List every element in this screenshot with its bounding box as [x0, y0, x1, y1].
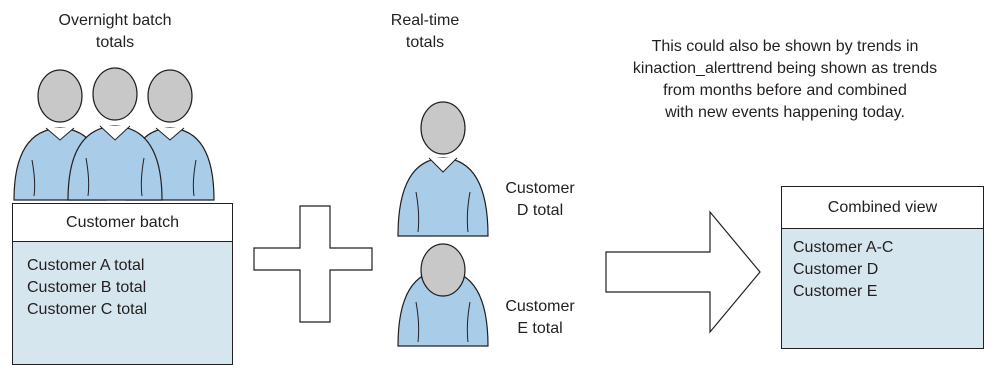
arrow-right-icon	[605, 210, 761, 334]
note-line: with new events happening today.	[665, 104, 905, 121]
overnight-batch-caption: Overnight batch totals	[30, 10, 200, 54]
label-line: D total	[516, 202, 564, 219]
customer-d-label: Customer D total	[494, 178, 586, 222]
label-line: Customer	[505, 298, 575, 315]
combined-view-items: Customer A-C Customer D Customer E	[793, 237, 893, 303]
note-line: from months before and combined	[663, 82, 907, 99]
customer-d-person-icon	[397, 101, 489, 237]
realtime-caption: Real-time totals	[380, 10, 470, 54]
list-item: Customer B total	[27, 279, 147, 296]
note-line: kinaction_alerttrend being shown as tren…	[632, 60, 938, 77]
list-item: Customer D	[793, 261, 879, 278]
customer-e-person-icon	[397, 243, 489, 347]
caption-line: totals	[405, 34, 445, 51]
caption-line: Real-time	[390, 12, 460, 29]
plus-icon	[253, 205, 373, 323]
customer-batch-items: Customer A total Customer B total Custom…	[27, 255, 147, 321]
batch-customers-group-icon	[13, 67, 761, 347]
person-icon	[67, 67, 163, 201]
list-item: Customer C total	[27, 301, 148, 318]
combined-view-title: Combined view	[782, 187, 983, 229]
label-line: E total	[517, 320, 563, 337]
caption-line: totals	[95, 34, 135, 51]
note-line: This could also be shown by trends in	[651, 38, 919, 55]
label-line: Customer	[505, 180, 575, 197]
list-item: Customer E	[793, 283, 878, 300]
list-item: Customer A total	[27, 257, 145, 274]
customer-e-label: Customer E total	[494, 296, 586, 340]
list-item: Customer A-C	[793, 239, 894, 256]
customer-batch-panel: Customer batch Customer A total Customer…	[12, 203, 233, 365]
combined-view-panel: Combined view Customer A-C Customer D Cu…	[781, 186, 984, 349]
trend-note: This could also be shown by trends in ki…	[585, 36, 985, 124]
caption-line: Overnight batch	[58, 12, 172, 29]
customer-batch-title: Customer batch	[13, 204, 232, 242]
